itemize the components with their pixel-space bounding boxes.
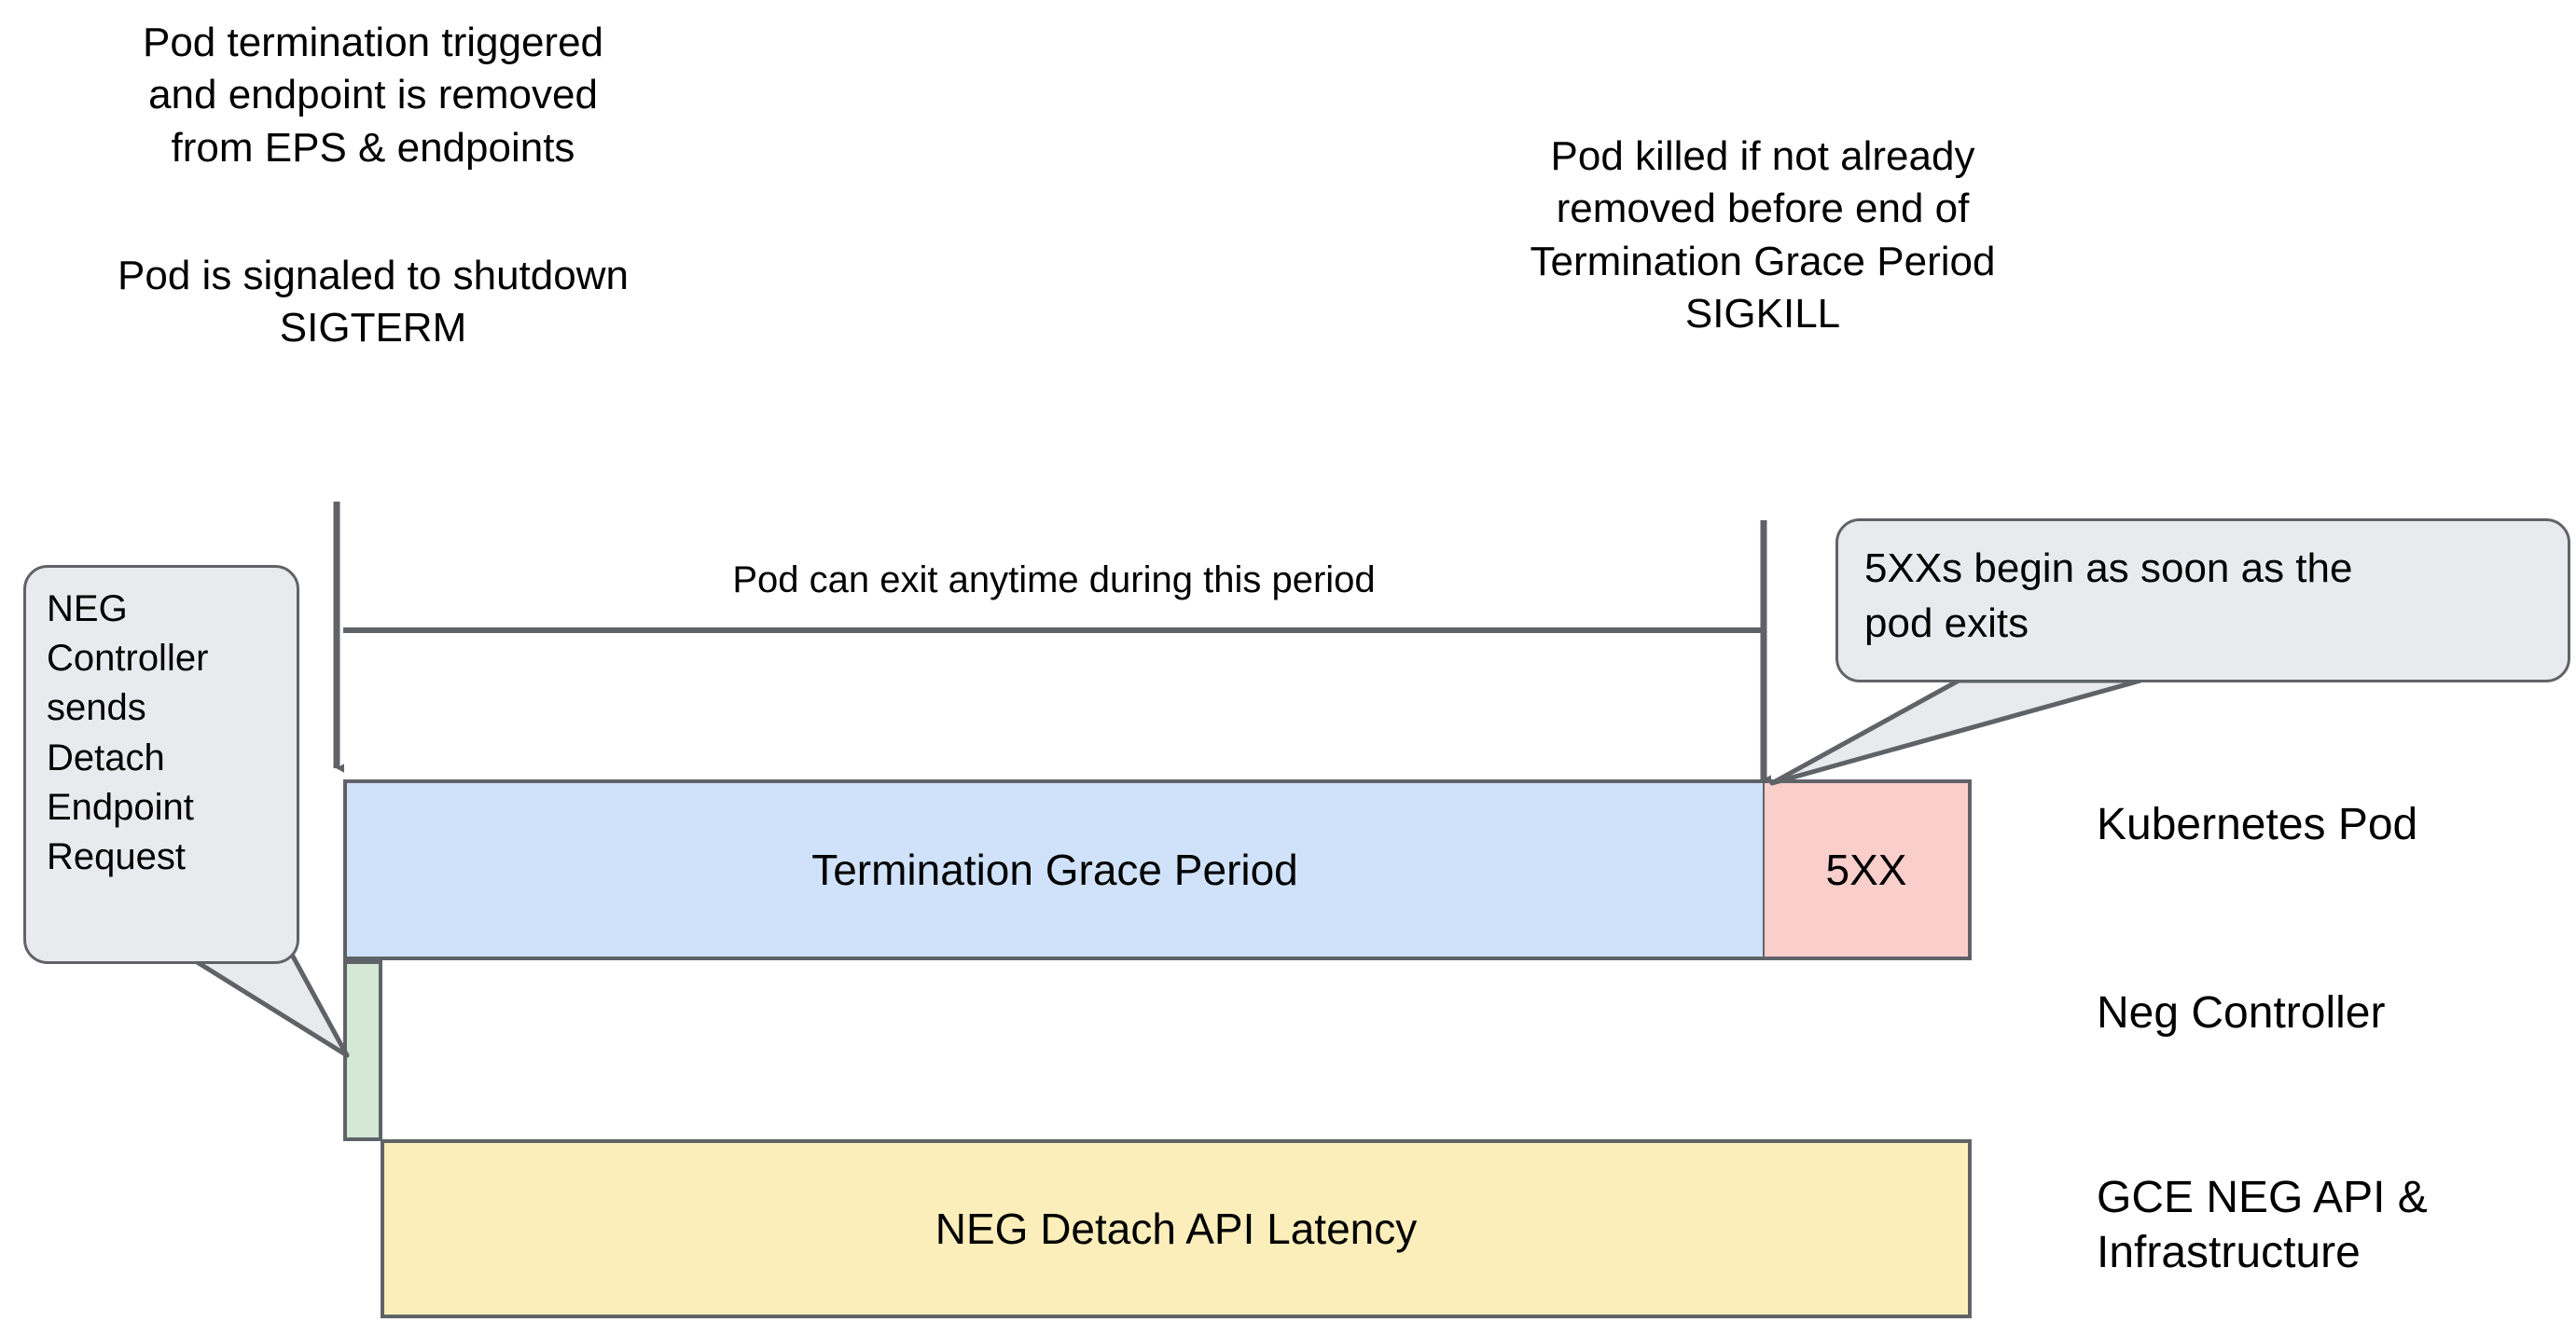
bar-neg-detach-api-latency-label: NEG Detach API Latency bbox=[935, 1205, 1418, 1253]
lane-label-gce-neg-api: GCE NEG API & Infrastructure bbox=[2097, 1173, 2428, 1277]
bar-termination-grace-period: Termination Grace Period bbox=[343, 779, 1765, 960]
span-caption-pod-can-exit: Pod can exit anytime during this period bbox=[732, 559, 1376, 600]
lane-label-neg-controller: Neg Controller bbox=[2097, 988, 2386, 1038]
callout-five-xx: 5XXs begin as soon as the pod exits bbox=[1835, 518, 2570, 682]
note-pod-killed-sigkill: Pod killed if not already removed before… bbox=[1530, 133, 1996, 337]
bar-neg-detach-api-latency: NEG Detach API Latency bbox=[381, 1139, 1972, 1318]
bar-five-xx-label: 5XX bbox=[1825, 846, 1907, 894]
bar-five-xx: 5XX bbox=[1763, 779, 1972, 960]
callout-neg-controller: NEG Controller sends Detach Endpoint Req… bbox=[23, 565, 299, 964]
note-pod-termination-triggered: Pod termination triggered and endpoint i… bbox=[142, 20, 604, 171]
callout-tail-neg-controller bbox=[188, 950, 350, 1058]
lane-label-kubernetes-pod: Kubernetes Pod bbox=[2097, 800, 2418, 849]
bar-termination-grace-period-label: Termination Grace Period bbox=[811, 846, 1298, 894]
callout-tail-five-xx bbox=[1769, 678, 2143, 786]
bar-neg-detach-send bbox=[343, 960, 382, 1141]
note-pod-signaled-shutdown: Pod is signaled to shutdown SIGTERM bbox=[118, 253, 629, 351]
